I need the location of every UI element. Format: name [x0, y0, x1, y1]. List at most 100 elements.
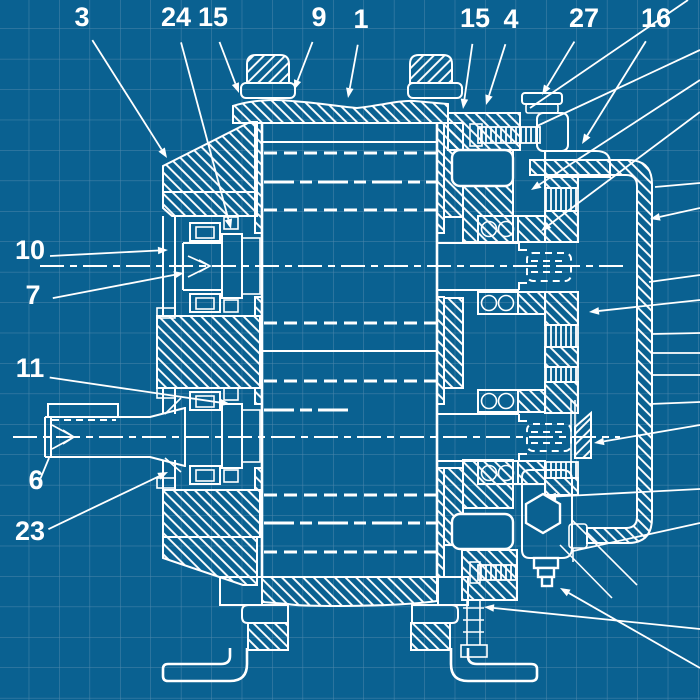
callout-leader-24-1 — [180, 42, 230, 220]
port-window-top — [450, 148, 515, 188]
boss-left — [241, 604, 289, 624]
boss-right — [411, 604, 459, 624]
callout-leader-11-11 — [49, 376, 221, 404]
edge-leader-4 — [654, 182, 700, 188]
edge-leader-1 — [536, 49, 700, 127]
callout-leader-27-7-arrow — [542, 84, 551, 95]
edge-leader-0 — [529, 0, 689, 109]
mid-flange — [156, 315, 261, 389]
leader-lines — [39, 0, 700, 669]
callout-leader-4-6-arrow — [485, 94, 493, 105]
callout-label-27-7: 27 — [569, 3, 599, 33]
callout-label-3-0: 3 — [74, 2, 89, 32]
callout-label-9-3: 9 — [311, 2, 326, 32]
edge-leader-2 — [538, 79, 700, 186]
pad-left — [247, 622, 289, 651]
callout-leader-1-4 — [348, 44, 359, 89]
callout-leader-23-13 — [48, 475, 160, 530]
edge-leader-7 — [598, 299, 700, 312]
callout-label-16-8: 16 — [641, 3, 671, 33]
callout-label-10-9: 10 — [15, 235, 45, 265]
bell-housing-bottom — [156, 387, 261, 586]
callout-label-23-13: 23 — [15, 516, 45, 546]
foot-right — [449, 648, 539, 683]
edge-leader-3 — [548, 111, 700, 226]
callout-leader-15-2 — [218, 41, 237, 84]
top-bolts — [240, 54, 463, 99]
top-flange — [232, 99, 449, 124]
drain-bracket — [463, 600, 484, 645]
bracket-and-bolt — [521, 469, 638, 599]
edge-leader-13 — [555, 488, 700, 498]
edge-leader-5-arrow — [650, 213, 661, 221]
callout-leader-23-13-arrow — [157, 472, 168, 480]
bottom-wall — [261, 576, 438, 607]
edge-leader-14 — [572, 522, 700, 552]
callout-leader-27-7 — [546, 41, 576, 87]
shaft-key — [47, 403, 119, 418]
callout-leader-10-9 — [49, 249, 159, 257]
right-flange-top — [447, 112, 541, 151]
gear-stack — [450, 148, 579, 551]
edge-leader-5 — [659, 207, 700, 218]
callout-leader-3-0 — [91, 39, 163, 151]
edge-leader-6 — [648, 274, 700, 283]
gear-hidden-lines — [262, 141, 437, 554]
edge-leader-3-arrow — [541, 221, 552, 231]
edge-leader-7-arrow — [589, 307, 600, 315]
callout-leader-9-3 — [296, 41, 314, 81]
callout-leader-9-3-arrow — [294, 79, 302, 90]
locknut — [532, 556, 560, 570]
callout-label-15-2: 15 — [198, 2, 228, 32]
foot-left — [161, 648, 249, 683]
drive-shaft — [44, 403, 223, 467]
pad-right — [410, 622, 451, 651]
callout-leader-16-8-arrow — [582, 133, 591, 144]
bracket-plate — [521, 469, 573, 559]
callout-leader-10-9-arrow — [157, 246, 168, 255]
callout-leader-7-10-arrow — [173, 271, 184, 279]
bell-housing-top — [156, 121, 258, 319]
edge-leader-16-arrow — [560, 588, 571, 597]
edge-leader-16 — [568, 592, 700, 669]
threaded-stud-top — [477, 126, 541, 144]
callout-label-4-6: 4 — [503, 4, 518, 34]
callout-leader-4-6 — [488, 43, 507, 96]
threaded-stud-bottom — [477, 564, 517, 581]
center-drill-mark — [187, 255, 212, 278]
callout-leader-6-12 — [39, 457, 50, 479]
washer-left — [240, 82, 296, 99]
callout-leader-11-11-arrow — [219, 398, 230, 407]
callout-label-1-4: 1 — [353, 4, 368, 34]
bolt-head-right — [409, 54, 453, 84]
callout-label-6-12: 6 — [28, 465, 43, 495]
edge-leader-12 — [603, 424, 700, 443]
edge-leader-2-arrow — [531, 181, 542, 190]
bearing-outer-race — [189, 222, 221, 242]
edge-leader-13-arrow — [546, 492, 557, 501]
edge-leader-15-arrow — [484, 604, 495, 612]
gear-teeth — [544, 324, 579, 348]
callout-leader-15-2-arrow — [231, 82, 239, 93]
callout-label-11-11: 11 — [16, 353, 45, 383]
washer-right — [407, 82, 463, 99]
callout-label-15-5: 15 — [460, 3, 490, 33]
callout-leader-15-5-arrow — [460, 98, 469, 109]
bolt-head-left — [246, 54, 290, 84]
edge-leader-12-arrow — [594, 437, 605, 446]
right-flange-bottom — [460, 549, 518, 658]
shaft-centerlines — [13, 265, 625, 438]
edge-leader-8 — [651, 332, 700, 335]
callout-label-7-10: 7 — [25, 280, 40, 310]
callout-leader-3-0-arrow — [158, 147, 167, 158]
edge-leader-11 — [649, 401, 700, 405]
mounting-base — [161, 604, 539, 683]
callout-leader-7-10 — [52, 273, 175, 300]
ball — [480, 220, 498, 238]
edge-leader-15 — [493, 607, 700, 630]
shaft-end-bottom — [437, 400, 592, 468]
callout-leader-24-1-arrow — [224, 218, 233, 229]
